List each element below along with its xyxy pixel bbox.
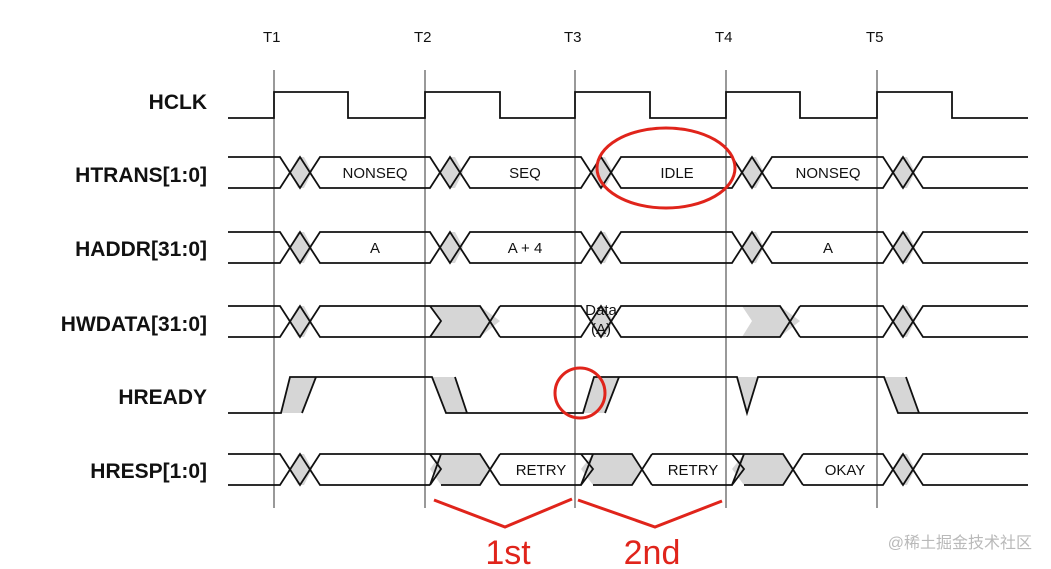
hresp-invalid-shade (430, 454, 490, 485)
hready-transition-shade (884, 377, 919, 413)
haddr-value: A (823, 240, 833, 257)
haddr-crossover-shade (591, 232, 613, 263)
hready-highlight-circle (553, 366, 607, 420)
signal-name-hclk: HCLK (149, 91, 207, 114)
first-retry-label: 1st (485, 534, 531, 569)
idle-highlight-circle (595, 126, 737, 210)
time-marker-t3: T3 (564, 29, 582, 46)
hwdata-value: Data (585, 302, 617, 319)
hresp-waveform (228, 452, 1028, 487)
haddr-crossover-shade (742, 232, 764, 263)
signal-name-hwdata: HWDATA[31:0] (61, 313, 207, 336)
htrans-crossover-shade (290, 157, 312, 188)
haddr-crossover-shade (441, 232, 463, 263)
hwdata-invalid-shade (742, 306, 800, 337)
htrans-crossover-shade (742, 157, 764, 188)
htrans-value: NONSEQ (795, 165, 860, 182)
haddr-crossover-shade (290, 232, 312, 263)
hclk-waveform (228, 91, 1028, 119)
time-marker-t4: T4 (715, 29, 733, 46)
signal-name-haddr: HADDR[31:0] (75, 238, 207, 261)
hresp-invalid-shade (732, 454, 793, 485)
htrans-crossover-shade (893, 157, 915, 188)
time-marker-t5: T5 (866, 29, 884, 46)
signal-name-htrans: HTRANS[1:0] (75, 164, 207, 187)
htrans-value: SEQ (509, 165, 541, 182)
hwdata-waveform (228, 304, 1028, 339)
signal-name-hresp: HRESP[1:0] (90, 460, 207, 483)
hresp-value: RETRY (516, 462, 567, 479)
haddr-value: A (370, 240, 380, 257)
haddr-crossover-shade (893, 232, 915, 263)
first-retry-bracket (433, 497, 573, 529)
hwdata-invalid-shade (430, 306, 500, 337)
hready-transition-shade (432, 377, 467, 413)
hwdata-value: (A) (591, 321, 611, 338)
hready-transition-shade (737, 377, 758, 413)
clock-edge-lines (273, 70, 878, 508)
htrans-value: NONSEQ (342, 165, 407, 182)
watermark: @稀土掘金技术社区 (888, 534, 1032, 552)
hwdata-crossover-shade (893, 306, 915, 337)
time-marker-t2: T2 (414, 29, 432, 46)
haddr-value: A + 4 (508, 240, 543, 257)
hresp-value: RETRY (668, 462, 719, 479)
signal-name-hready: HREADY (118, 386, 207, 409)
hresp-value: OKAY (825, 462, 866, 479)
hresp-invalid-shade (581, 454, 642, 485)
hresp-crossover-shade (893, 454, 915, 485)
time-marker-t1: T1 (263, 29, 281, 46)
haddr-waveform (228, 230, 1028, 265)
hready-waveform (228, 376, 1028, 417)
hready-transition-shade (281, 377, 316, 413)
hwdata-crossover-shade (290, 306, 312, 337)
htrans-value: IDLE (660, 165, 693, 182)
htrans-crossover-shade (441, 157, 463, 188)
second-retry-bracket (577, 498, 723, 529)
hresp-crossover-shade (290, 454, 312, 485)
second-retry-label: 2nd (624, 534, 681, 569)
